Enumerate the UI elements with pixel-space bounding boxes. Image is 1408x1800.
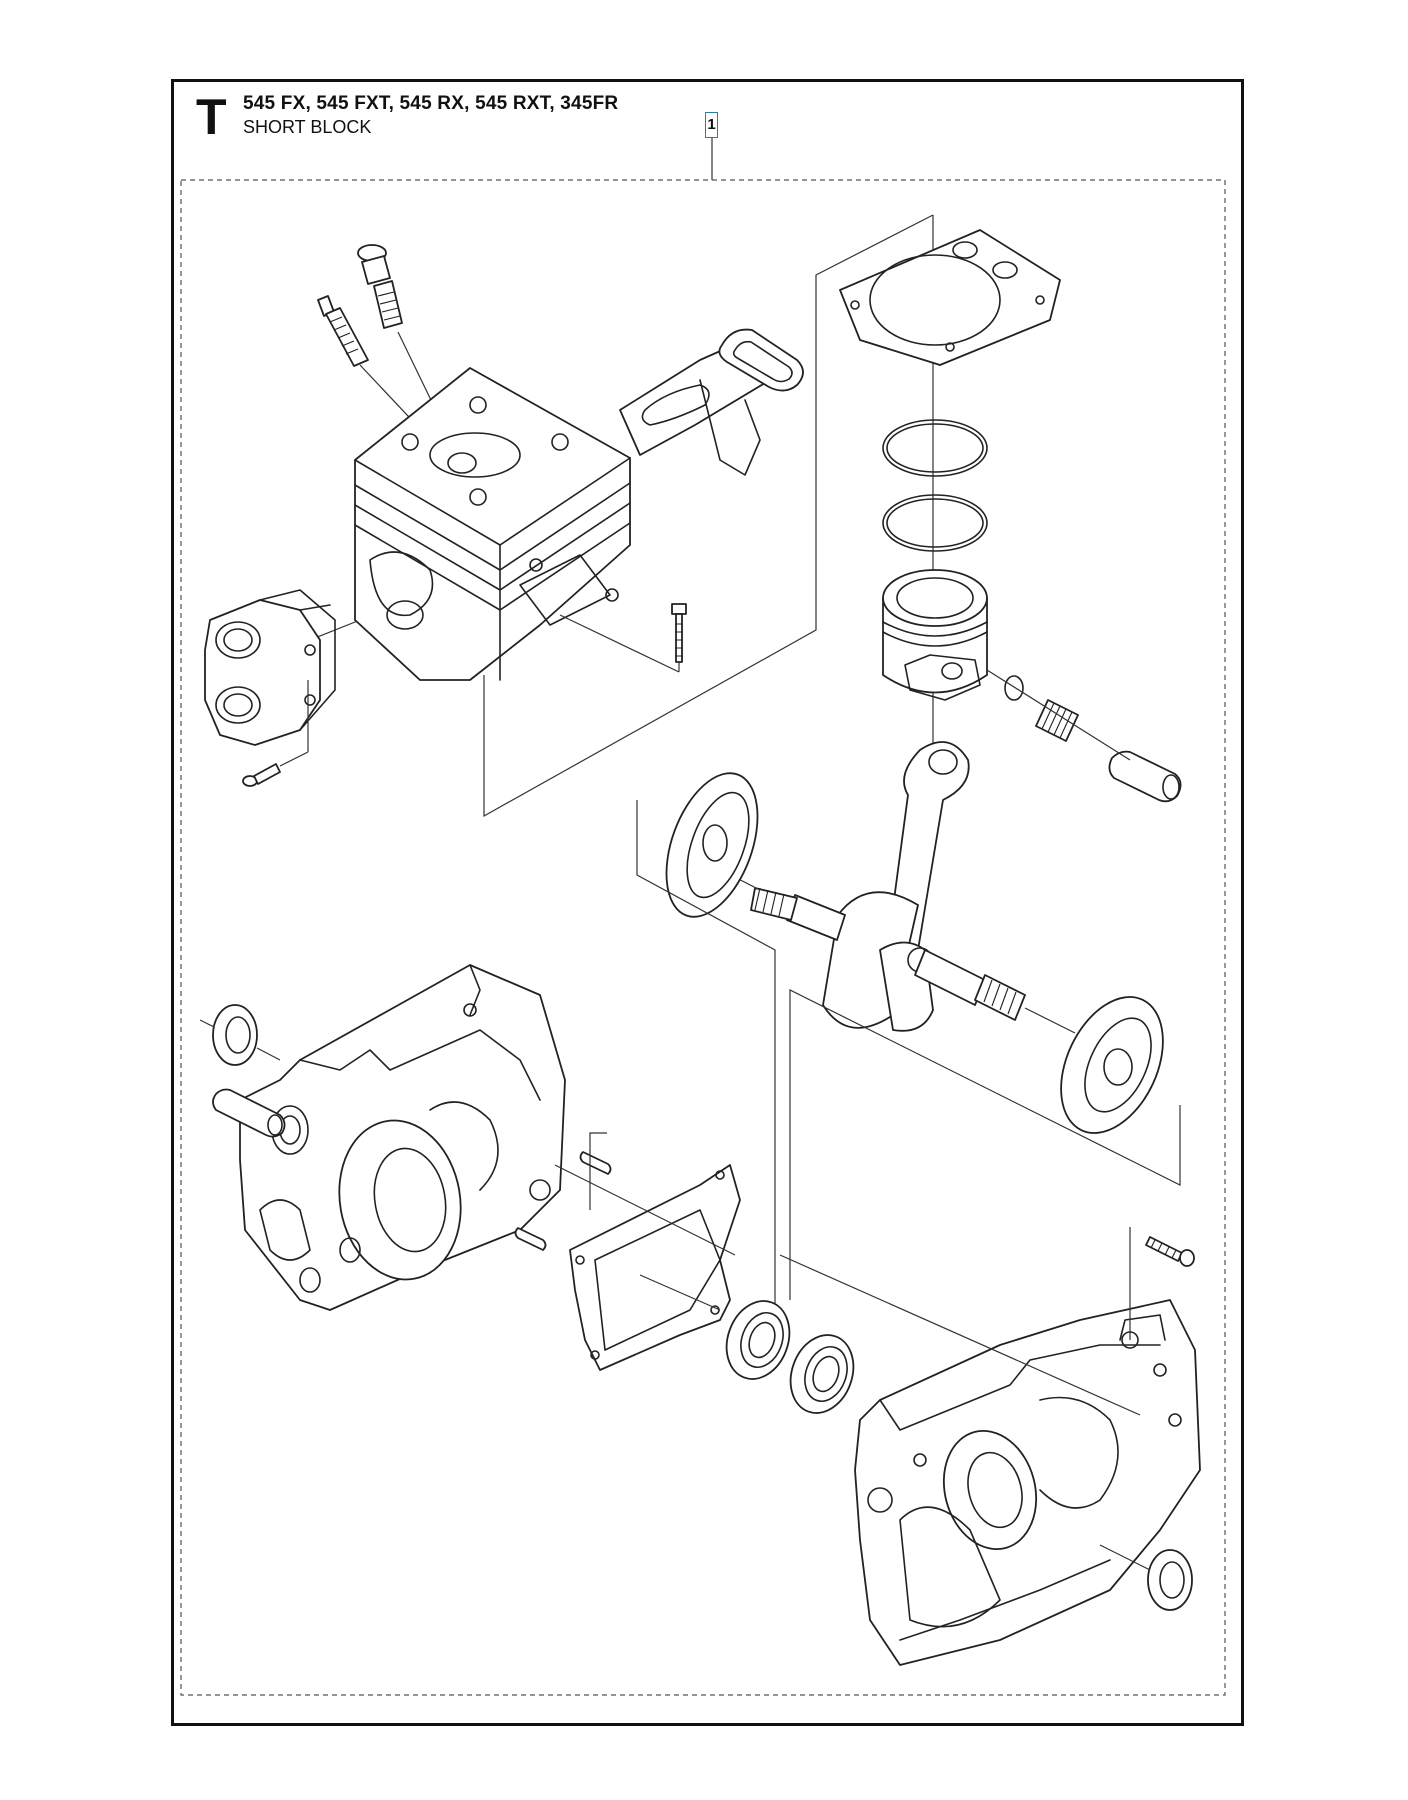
cylinder-group-bracket (483, 214, 934, 818)
piston (882, 569, 988, 701)
crankcase-gasket (569, 1164, 741, 1371)
main-bearing-right (789, 1334, 855, 1414)
dowel-bracket (589, 1132, 607, 1210)
crank-web-right (1060, 996, 1164, 1134)
oil-seal-right (1099, 1544, 1193, 1611)
diagram-title: SHORT BLOCK (243, 117, 372, 137)
model-list: 545 FX, 545 FXT, 545 RX, 545 RXT, 345FR (243, 93, 619, 114)
crankcase-shaft-left (212, 1088, 286, 1138)
intake-flange (204, 589, 336, 746)
needle-bearing (1035, 699, 1079, 742)
crank-bracket-right (789, 989, 1181, 1300)
crankcase-axis-line (779, 1254, 1141, 1416)
callout-1[interactable]: 1 (705, 112, 718, 138)
piston-ring-upper (882, 419, 988, 477)
crank-web-left (665, 772, 759, 918)
intake-screw (242, 680, 309, 787)
pin-axis-line (986, 669, 1131, 761)
decompression-valve (357, 244, 461, 461)
piston-ring-lower (882, 494, 988, 552)
oil-seal-left (199, 1004, 281, 1066)
dowel-pin-lower (514, 1227, 547, 1251)
crank-bracket-left (636, 800, 776, 1330)
main-bearing-left (725, 1300, 791, 1380)
crankcase-screw (1129, 1227, 1195, 1340)
crankcase-left (239, 964, 566, 1311)
piston-pin (1108, 750, 1182, 803)
cylinder (354, 367, 631, 681)
crankcase-right (854, 1299, 1201, 1666)
cylinder-gasket (839, 229, 1061, 366)
crank-axis-right (1024, 1007, 1076, 1034)
crankshaft (750, 741, 1026, 1032)
dowel-pin-upper (579, 1151, 612, 1175)
bearing-axis-line (554, 1164, 736, 1256)
exhaust-gasket (619, 328, 804, 476)
diagram-frame (171, 79, 1244, 1726)
section-letter: T (196, 89, 227, 145)
assembly-boundary (180, 179, 1226, 1696)
piston-pin-circlip (1004, 675, 1024, 701)
gasket-leader (639, 1274, 721, 1311)
cylinder-screw (559, 603, 687, 673)
